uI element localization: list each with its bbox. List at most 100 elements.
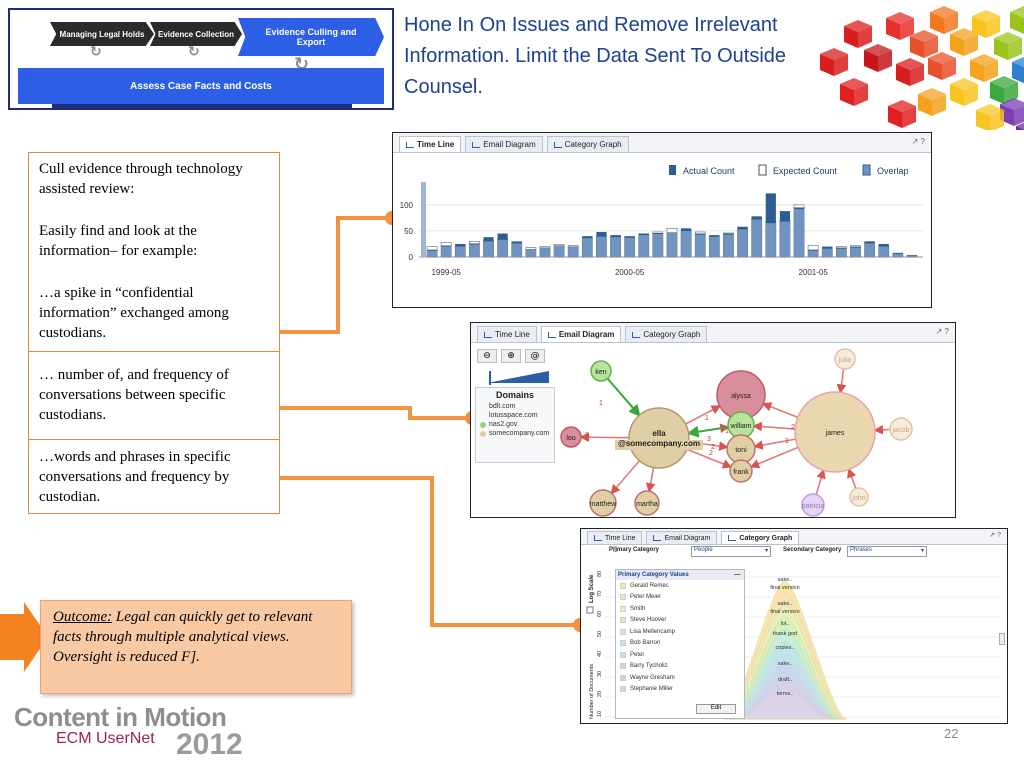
email-node-martha[interactable]: martha: [634, 490, 660, 516]
domain-item[interactable]: nas2.gov: [476, 420, 554, 429]
email-node-patricia[interactable]: patricia: [801, 493, 825, 517]
email-node-john[interactable]: john: [849, 487, 869, 507]
y-tick-label: 50: [597, 631, 603, 637]
secondary-category-label: Secondary Category: [783, 547, 842, 553]
cube-left: [864, 50, 878, 72]
panel-controls[interactable]: ↗ ?: [989, 532, 1001, 539]
category-graph-panel: Time Line Email Diagram Category Graph ↗…: [580, 528, 1008, 724]
process-banner: Managing Legal Holds Evidence Collection…: [8, 8, 394, 110]
at-sign-icon[interactable]: @: [525, 349, 545, 363]
threshold-slider[interactable]: [483, 369, 553, 387]
email-node-alyssa[interactable]: alyssa: [716, 370, 766, 420]
tab-time-line[interactable]: Time Line: [399, 136, 462, 152]
bar-overlap: [906, 255, 918, 257]
category-value-item[interactable]: Steve Hoover: [616, 615, 744, 627]
email-node-julia[interactable]: julia: [834, 348, 856, 370]
email-edge: [836, 368, 847, 394]
category-color-swatch: [620, 674, 626, 681]
email-node-toni[interactable]: toni: [726, 434, 756, 464]
legend-swatch-expected: [758, 164, 767, 176]
log-scale-checkbox[interactable]: [586, 606, 594, 614]
primary-category-select[interactable]: People▾: [691, 546, 771, 557]
tab-email-diagram[interactable]: Email Diagram: [646, 531, 718, 544]
phrase-label: sake..: [778, 661, 793, 667]
category-value-label: Smith: [630, 605, 646, 612]
cube-left: [888, 106, 902, 128]
zoom-in-icon[interactable]: ⊕: [501, 349, 521, 363]
category-value-item[interactable]: Bob Barron: [616, 638, 744, 650]
cube-left: [844, 26, 858, 48]
tab-email-diagram[interactable]: Email Diagram: [540, 326, 622, 342]
domain-item[interactable]: lotusspace.com: [476, 411, 554, 420]
bar-overlap: [892, 253, 903, 257]
category-color-swatch: [620, 605, 626, 612]
cube-left: [1016, 126, 1024, 130]
category-value-item[interactable]: Smith: [616, 603, 744, 615]
panel-controls[interactable]: ↗ ?: [935, 327, 949, 336]
email-node-matthew[interactable]: matthew: [589, 489, 617, 517]
category-value-item[interactable]: Peter: [616, 649, 744, 661]
node-label: alyssa: [731, 393, 751, 400]
y-tick-label: 10: [597, 711, 603, 717]
cube-right: [834, 54, 848, 76]
bar-overlap: [864, 243, 875, 257]
tab-category-graph[interactable]: Category Graph: [546, 136, 629, 152]
category-value-item[interactable]: Wayne Gresham: [616, 672, 744, 684]
email-node-ella[interactable]: ella@somecompany.com: [615, 407, 703, 469]
tab-email-diagram[interactable]: Email Diagram: [465, 136, 543, 152]
domain-item[interactable]: somecompany.com: [476, 429, 554, 438]
chart-icon: [484, 331, 492, 338]
email-node-frank[interactable]: frank: [729, 459, 753, 483]
domain-item[interactable]: bdlt.com: [476, 402, 554, 411]
cube-left: [950, 34, 964, 56]
tab-time-line[interactable]: Time Line: [587, 531, 643, 544]
cube-left: [840, 84, 854, 106]
tab-time-line[interactable]: Time Line: [477, 326, 537, 342]
category-value-item[interactable]: Gerald Remec: [616, 580, 744, 592]
domains-title: Domains: [495, 390, 534, 400]
email-node-james[interactable]: james: [794, 391, 876, 473]
chevron-down-icon: ▾: [920, 548, 924, 554]
chart-icon: [406, 141, 414, 148]
category-value-item[interactable]: Stephanie Miller: [616, 684, 744, 696]
slider-handle[interactable]: [489, 371, 491, 385]
cube-right: [986, 16, 1000, 38]
edge-count-label: 2: [791, 424, 795, 431]
email-edge: [761, 402, 799, 419]
cube: [886, 12, 914, 40]
tab-category-graph[interactable]: Category Graph: [625, 326, 708, 342]
bar-overlap: [822, 248, 833, 257]
zoom-out-icon[interactable]: ⊖: [477, 349, 497, 363]
collapse-icon[interactable]: —: [734, 570, 741, 578]
tab-category-graph[interactable]: Category Graph: [721, 531, 800, 544]
category-value-item[interactable]: Peter Meier: [616, 592, 744, 604]
category-color-swatch: [620, 651, 626, 658]
email-node-william[interactable]: william: [727, 411, 755, 439]
node-circle: [889, 417, 913, 441]
bar-overlap: [426, 250, 438, 257]
node-circle: [560, 426, 582, 448]
cube: [994, 32, 1022, 60]
phrase-label: lot..: [781, 621, 790, 627]
timeline-scroller[interactable]: [421, 182, 426, 257]
email-node-ken[interactable]: ken: [590, 360, 612, 382]
edit-button[interactable]: Edit: [696, 704, 736, 714]
cursor-icon: ⌶: [613, 545, 618, 554]
y-axis-title: Number of Documents: [589, 664, 595, 719]
phrase-label: final version: [770, 609, 799, 615]
cube-left: [1012, 62, 1024, 84]
bar-overlap: [765, 223, 776, 257]
category-value-item[interactable]: Barry Tycholiz: [616, 661, 744, 673]
email-node-jacob[interactable]: jacob: [889, 417, 913, 441]
panel-controls[interactable]: ↗ ?: [911, 137, 925, 146]
scroll-handle[interactable]: [999, 633, 1005, 645]
cube: [910, 30, 938, 58]
secondary-category-select[interactable]: Phrases▾: [847, 546, 927, 557]
chart-icon: [728, 535, 737, 541]
category-value-item[interactable]: Lisa Mellencamp: [616, 626, 744, 638]
edge-count-label: 1: [585, 432, 589, 439]
email-node-lou[interactable]: lou: [560, 426, 582, 448]
